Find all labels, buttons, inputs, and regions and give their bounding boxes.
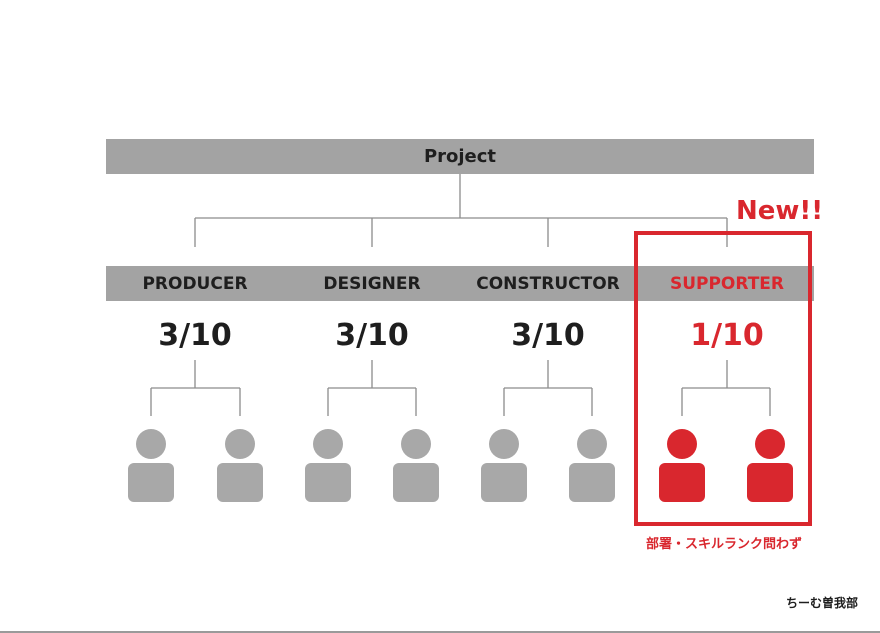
- project-bar: Project: [106, 139, 814, 174]
- person-icon: [305, 429, 351, 502]
- new-highlight-box: [634, 231, 812, 526]
- person-icon: [481, 429, 527, 502]
- bottom-divider: [0, 631, 880, 633]
- roles-bar: [106, 266, 814, 301]
- person-icon: [393, 429, 439, 502]
- role-label-constructor: CONSTRUCTOR: [476, 273, 620, 294]
- project-label: Project: [423, 146, 497, 167]
- role-label-producer: PRODUCER: [142, 273, 248, 294]
- ratio-designer: 3/10: [335, 317, 409, 353]
- person-icon-highlight: [659, 429, 705, 502]
- new-label: New!!: [736, 196, 824, 226]
- person-icon-highlight: [747, 429, 793, 502]
- person-icon: [217, 429, 263, 502]
- ratio-supporter: 1/10: [690, 317, 764, 353]
- credit-text: ちーむ曽我部: [785, 596, 858, 610]
- person-icon: [569, 429, 615, 502]
- role-label-designer: DESIGNER: [323, 273, 421, 294]
- supporter-note: 部署・スキルランク問わず: [645, 537, 802, 552]
- role-label-supporter: SUPPORTER: [669, 273, 785, 294]
- person-icon: [128, 429, 174, 502]
- ratio-producer: 3/10: [158, 317, 232, 353]
- ratio-constructor: 3/10: [511, 317, 585, 353]
